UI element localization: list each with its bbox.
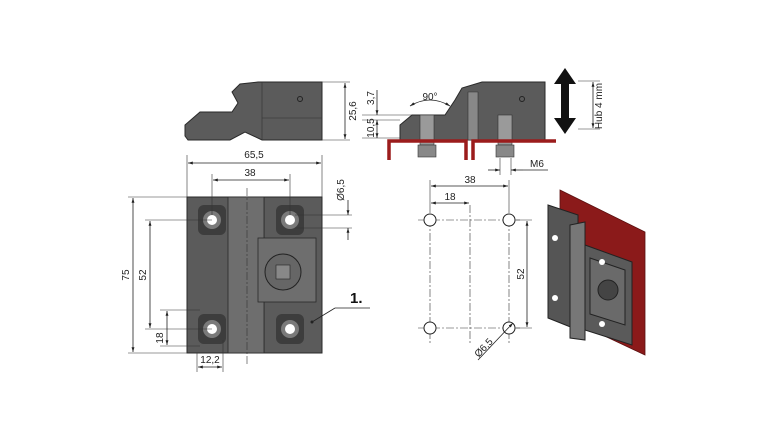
pattern-half-x-label: 18 (444, 192, 456, 203)
hole-pattern: 38 18 52 Ø6,5 (418, 175, 532, 361)
hole-spacing-x-label: 38 (244, 168, 256, 179)
stroke-arrow-icon (554, 68, 576, 134)
hole-spacing-y-label: 52 (138, 269, 149, 281)
width-label: 65,5 (244, 150, 264, 161)
pattern-diameter-label: Ø6,5 (473, 336, 496, 360)
height-label: 75 (121, 269, 132, 281)
side-view: 25,6 (184, 81, 359, 141)
thread-label: M6 (530, 159, 544, 170)
front-view: 65,5 38 Ø6,5 75 52 18 12,2 1. (121, 150, 370, 372)
dim-bottom-label: 10,5 (366, 118, 377, 138)
offset-x-label: 12,2 (200, 355, 220, 366)
mounting-holes (198, 205, 304, 344)
side-height-label: 25,6 (348, 101, 359, 121)
angle-label: 90° (422, 92, 437, 103)
stroke-label: Hub 4 mm (594, 83, 605, 129)
pattern-spacing-y-label: 52 (516, 268, 527, 280)
isometric-view (547, 189, 646, 356)
mounting-plate-left (387, 139, 468, 160)
offset-y-label: 18 (155, 332, 166, 344)
hole-diameter-label: Ø6,5 (336, 179, 347, 201)
mounting-plate-right (471, 139, 556, 160)
callout-label: 1. (350, 290, 363, 307)
dim-top-label: 3,7 (366, 91, 377, 105)
section-view: 90° 3,7 10,5 Hub 4 mm M6 (362, 68, 605, 175)
pattern-spacing-x-label: 38 (464, 175, 476, 186)
